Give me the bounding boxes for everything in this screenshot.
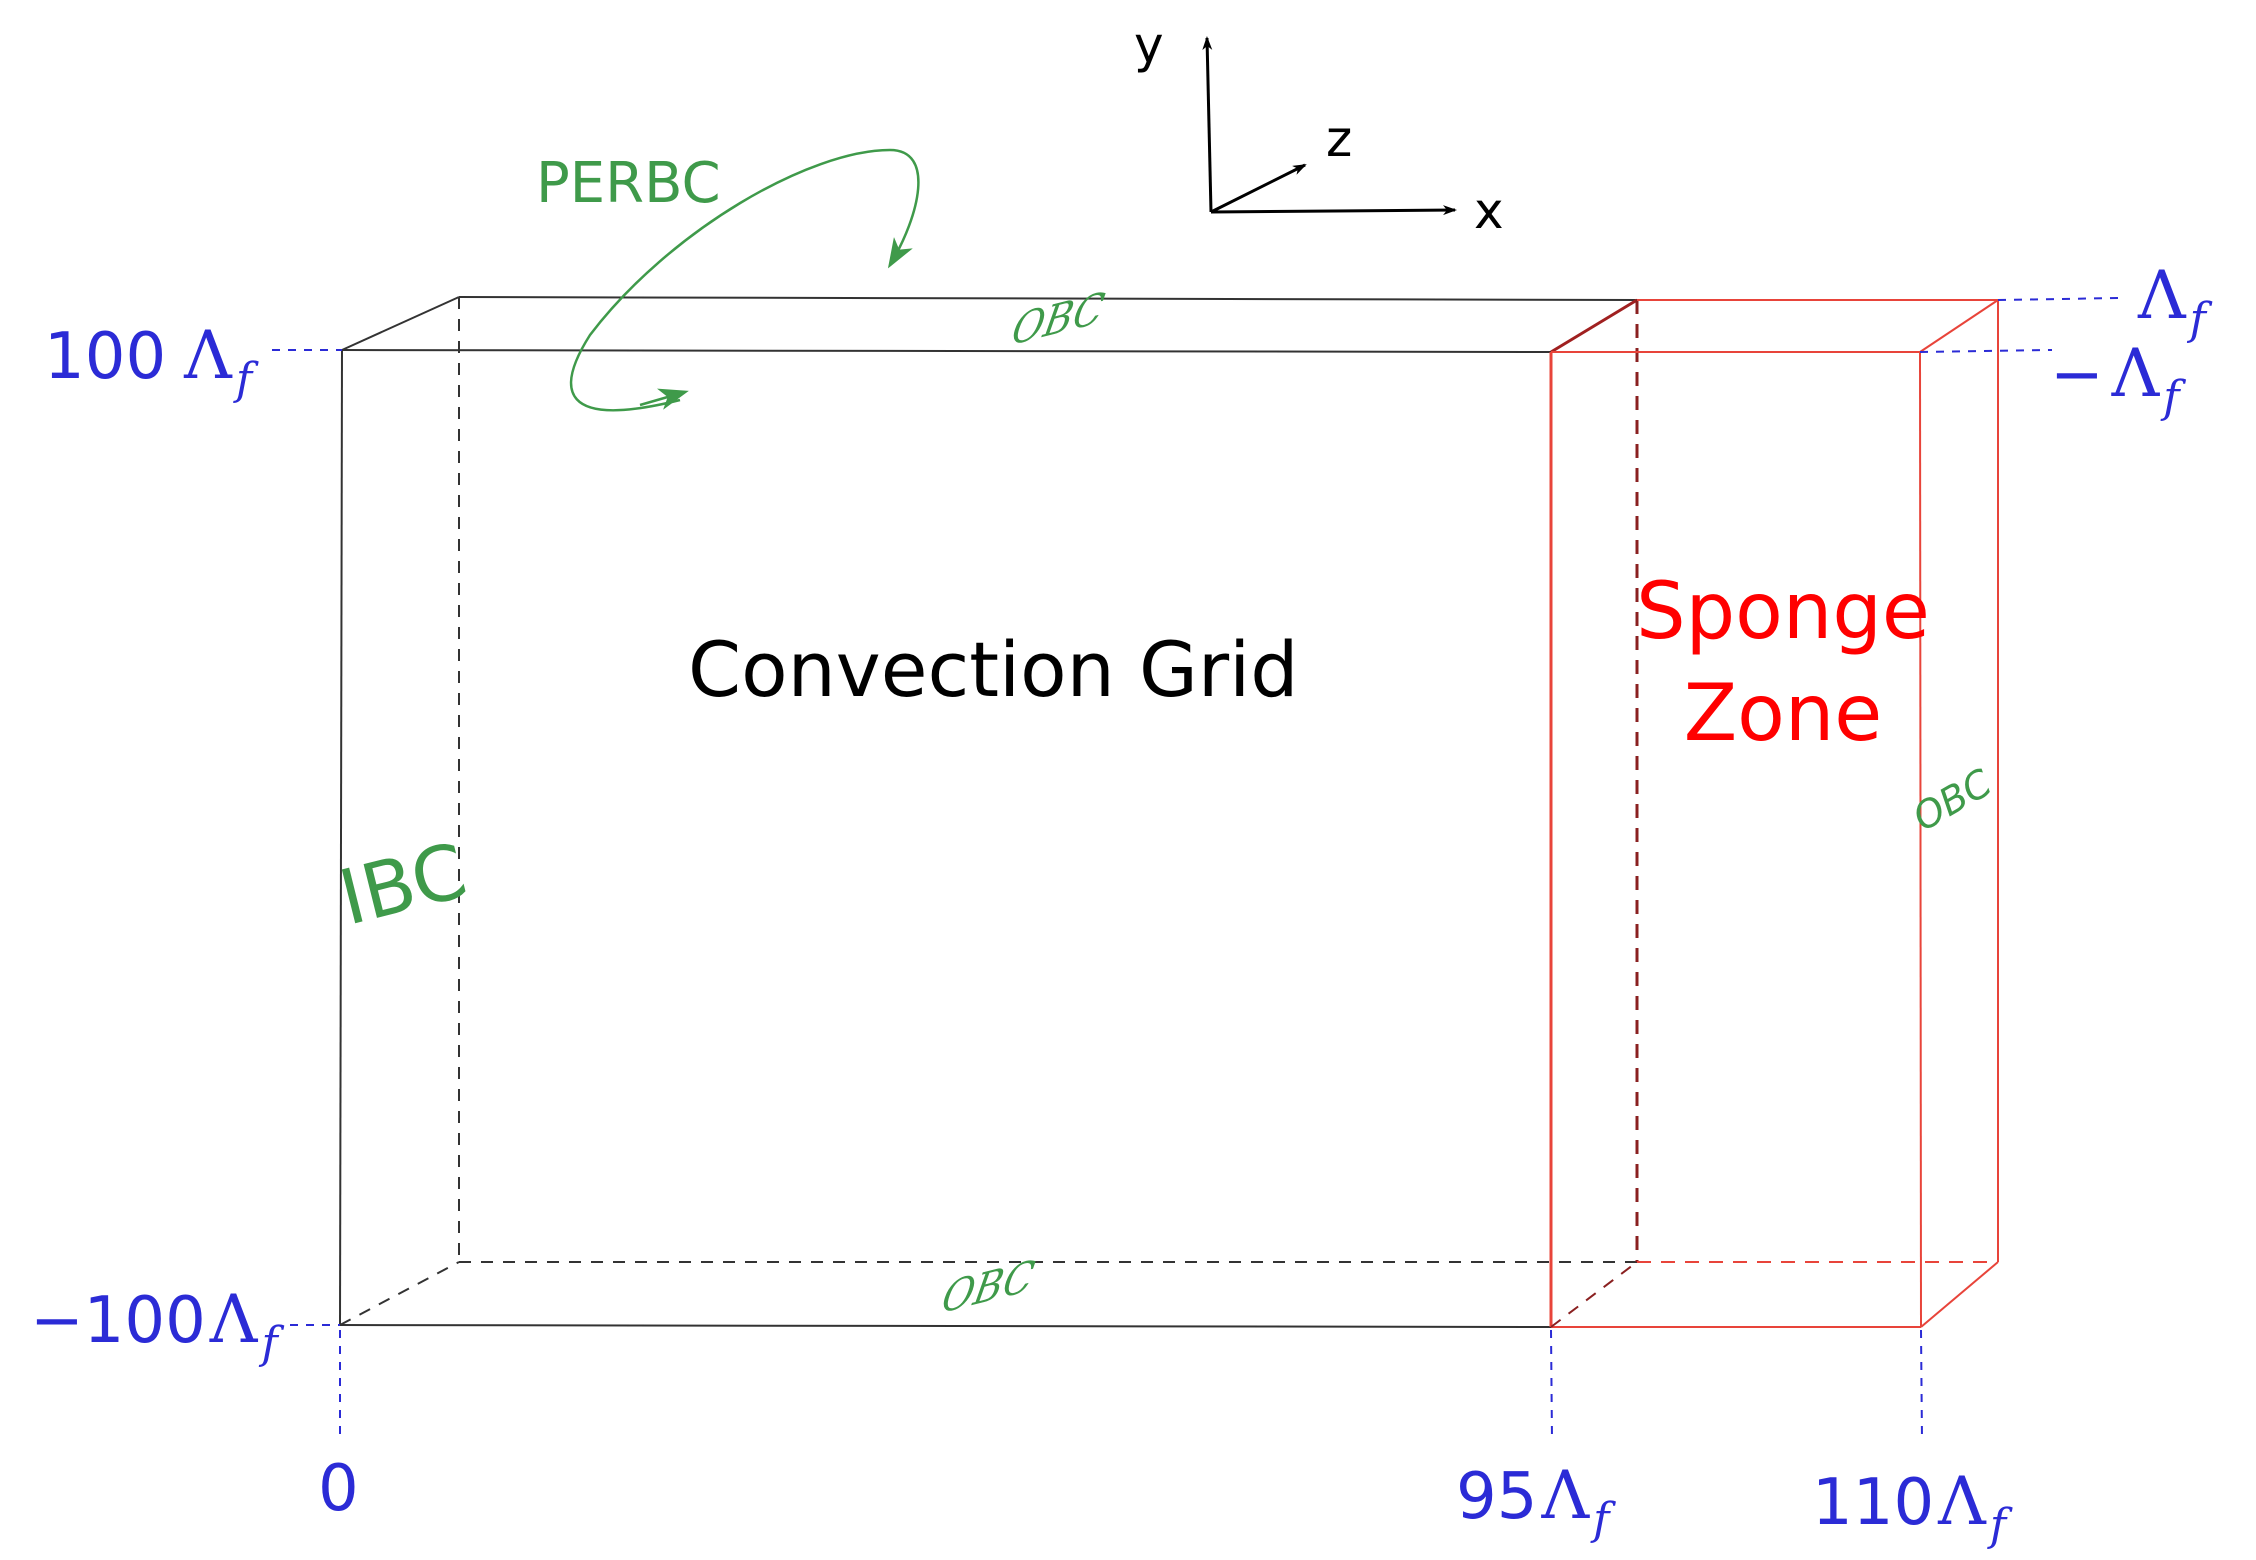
sponge-zone-label-line1: Sponge [1636, 567, 1930, 657]
x-sponge-start-dimension-label: 95 Λ f [1456, 1457, 1616, 1545]
guide-x-end [1920, 1329, 1923, 1441]
grid-top-left-depth-edge [341, 296, 460, 351]
grid-back-top-edge [458, 296, 1638, 301]
periodic-bc-arrow-lower-head [639, 388, 689, 410]
outflow-bc-top-label: OBC [1008, 282, 1109, 355]
dimension-guides [272, 297, 2121, 1441]
guide-z-back [1997, 297, 2121, 301]
sponge-bottom-left-depth-edge [1550, 1261, 1638, 1328]
grid-front-bottom-edge [339, 1324, 1552, 1328]
y-axis-arrow [1202, 36, 1213, 213]
convection-grid-label: Convection Grid [688, 625, 1299, 714]
x-origin-label: 0 [318, 1452, 359, 1526]
sponge-zone-label-line2: Zone [1684, 669, 1883, 759]
sponge-zone-box [1549, 298, 1999, 1328]
coordinate-axes [1202, 36, 1457, 216]
sponge-shared-top-depth-edge [1550, 298, 1638, 354]
sponge-front-right-edge [1919, 351, 1922, 1328]
y-axis-label: y [1134, 16, 1164, 74]
x-axis-label: x [1474, 182, 1504, 240]
grid-bottom-left-depth-edge [339, 1261, 460, 1326]
z-front-dimension-label: Λ f [2137, 257, 2213, 345]
grid-front-top-edge [341, 349, 1552, 353]
sponge-bottom-right-depth-edge [1920, 1261, 1999, 1328]
convection-grid-box [339, 296, 1638, 1328]
sponge-top-right-depth-edge [1919, 299, 1999, 353]
x-end-dimension-label: 110 Λ f [1812, 1463, 2013, 1551]
z-axis-arrow [1210, 163, 1307, 214]
y-bottom-dimension-label: −100 Λ f [30, 1281, 284, 1369]
periodic-bc-label: PERBC [536, 151, 721, 216]
inflow-bc-label: IBC [331, 826, 475, 943]
periodic-bc-rotation-arrow [569, 148, 920, 412]
y-top-dimension-label: 100 Λ f [44, 317, 259, 405]
x-axis-arrow [1210, 205, 1457, 216]
grid-front-left-edge [339, 349, 343, 1326]
z-back-dimension-label: − Λ f [2050, 335, 2186, 423]
z-axis-label: z [1326, 110, 1352, 168]
guide-z-front [1919, 349, 2053, 353]
guide-x-sponge-start [1550, 1329, 1553, 1441]
